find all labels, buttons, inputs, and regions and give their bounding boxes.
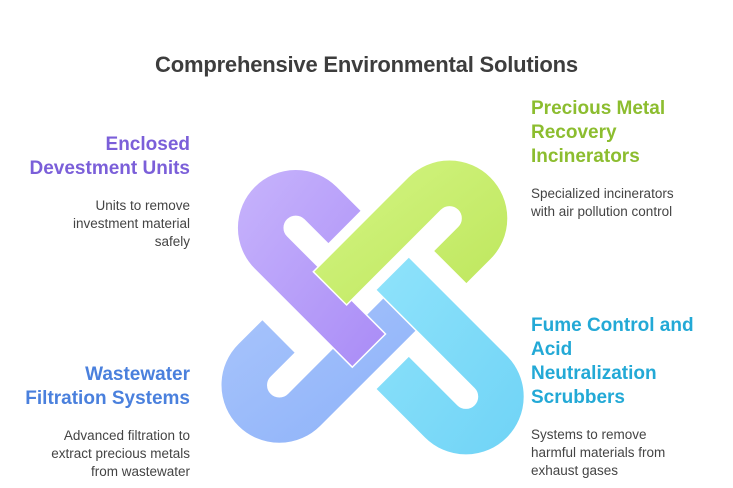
item-heading: Wastewater Filtration Systems [25,364,190,409]
item-heading: Enclosed Devestment Units [29,134,191,179]
link-cyan [374,255,526,456]
link-green [312,159,509,307]
item-enclosed-devestment: Enclosed Devestment Units Units to remov… [0,133,191,251]
item-heading: Fume Control and Acid Neutralization Scr… [531,315,694,408]
item-heading: Precious Metal Recovery Incinerators [531,98,666,167]
item-description: Advanced filtration to extract precious … [51,428,190,479]
link-purple [236,168,387,369]
item-description: Systems to remove harmful materials from… [531,427,666,478]
item-description: Units to remove investment material safe… [72,198,190,249]
item-fume-control-scrubbers: Fume Control and Acid Neutralization Scr… [531,314,731,480]
item-wastewater-filtration: Wastewater Filtration Systems Advanced f… [0,363,190,481]
item-precious-metal-recovery: Precious Metal Recovery Incinerators Spe… [531,97,731,221]
item-description: Specialized incinerators with air pollut… [531,186,674,219]
page-title: Comprehensive Environmental Solutions [155,52,578,77]
